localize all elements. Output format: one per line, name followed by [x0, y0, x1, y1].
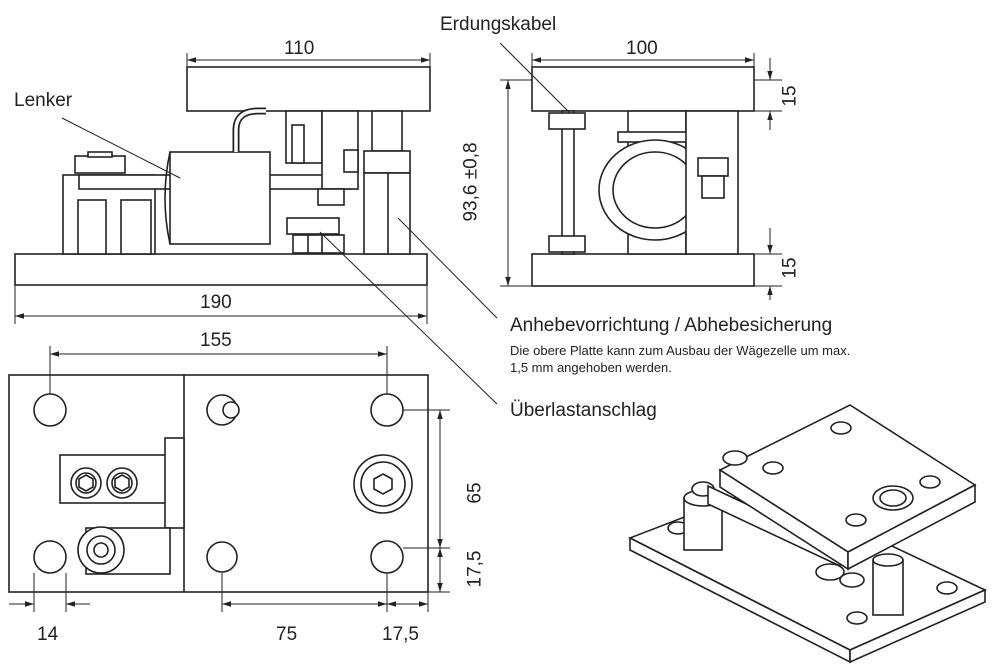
iso-right-column — [872, 559, 904, 616]
label-note-line2: 1,5 mm angehoben werden. — [510, 360, 672, 375]
top-hole-mid-lower — [206, 541, 238, 573]
dim-top-bottom-17-5: 17,5 — [382, 624, 419, 645]
top-hole-top-left — [33, 393, 67, 427]
side-top-plate — [186, 66, 431, 112]
dim-front-bottom-plate: 15 — [779, 257, 801, 279]
front-top-plate — [531, 66, 755, 112]
side-load-cell — [169, 151, 271, 245]
top-hole-bottom-right — [370, 540, 404, 574]
top-hole-bottom-left — [33, 540, 67, 574]
dim-front-top-plate: 15 — [779, 85, 801, 107]
front-base-plate — [531, 253, 755, 287]
top-hole-top-right — [370, 393, 404, 427]
dim-top-bottom-75: 75 — [276, 624, 298, 645]
label-erdungskabel: Erdungskabel — [440, 14, 557, 35]
front-view — [531, 66, 755, 287]
dim-front-top-width: 100 — [626, 38, 658, 59]
dim-top-left-offset: 14 — [37, 624, 59, 645]
label-note-line1: Die obere Platte kann zum Ausbau der Wäg… — [510, 343, 851, 358]
side-view — [14, 66, 431, 286]
dim-top-edge-offset-right: 17,5 — [464, 550, 486, 588]
side-base-plate — [14, 253, 428, 286]
isometric-view — [628, 404, 987, 664]
dimension-lines — [9, 53, 782, 612]
dim-side-top-width: 110 — [284, 38, 315, 59]
dim-top-hole-spacing: 155 — [200, 330, 232, 351]
top-view — [8, 374, 429, 593]
dim-side-total-width: 190 — [200, 292, 232, 313]
label-ueberlastanschlag: Überlastanschlag — [510, 400, 657, 421]
label-anhebevorrichtung: Anhebevorrichtung / Abhebesicherung — [510, 315, 833, 336]
label-lenker: Lenker — [14, 90, 73, 111]
side-lift-device — [371, 110, 403, 152]
dim-front-height: 93,6 ±0,8 — [460, 142, 482, 222]
dim-top-hole-rows: 65 — [464, 482, 486, 504]
front-cable-column — [561, 110, 575, 255]
